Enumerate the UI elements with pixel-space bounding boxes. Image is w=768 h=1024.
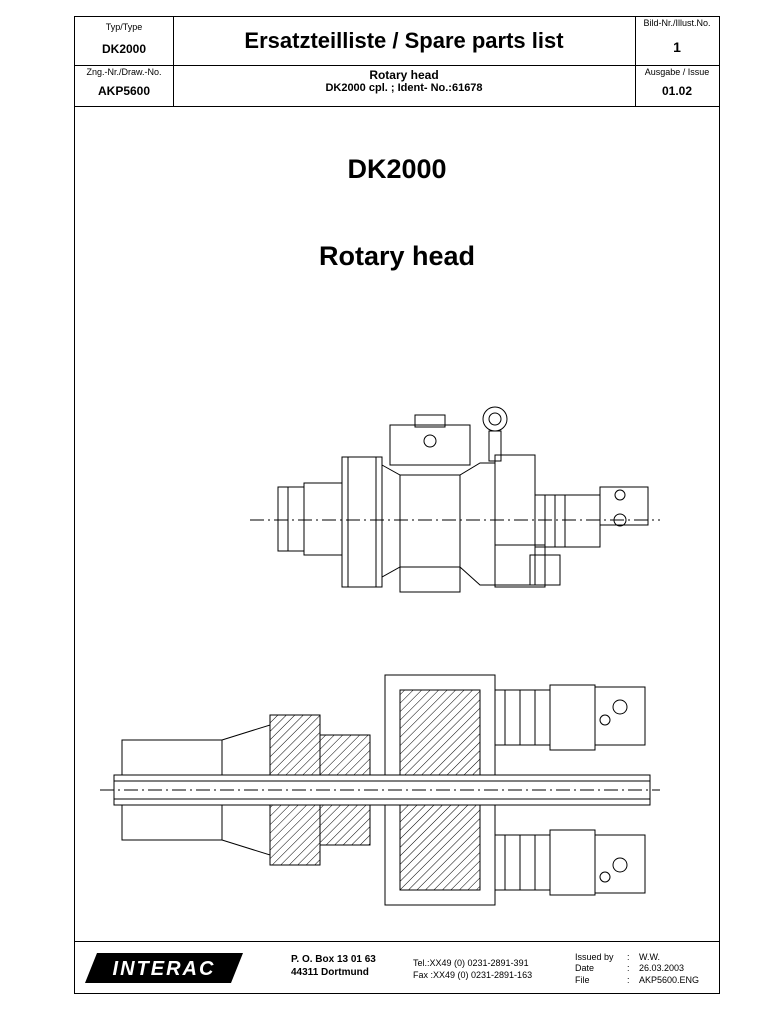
illust-value: 1 [673, 39, 681, 55]
page-frame: Typ/Type DK2000 Ersatzteilliste / Spare … [74, 16, 720, 994]
company-logo: INTERAC [85, 953, 243, 983]
address-line1: P. O. Box 13 01 63 [291, 954, 376, 965]
header-divider-middle [75, 65, 719, 66]
file-colon: : [627, 975, 630, 985]
address-line2: 44311 Dortmund [291, 967, 369, 978]
date-value: 26.03.2003 [639, 963, 685, 973]
file-label: File [575, 975, 590, 985]
date-label: Date [575, 963, 595, 973]
subtitle-line2: DK2000 cpl. ; Ident- No.:61678 [325, 82, 483, 94]
header-divider-left [173, 17, 174, 106]
footer-divider [75, 941, 719, 942]
issue-label: Ausgabe / Issue [644, 67, 710, 77]
issued-by-value: W.W. [639, 952, 660, 962]
issued-by-label: Issued by [575, 952, 614, 962]
type-value: DK2000 [101, 42, 147, 56]
type-label: Typ/Type [105, 22, 143, 32]
header-divider-bottom [75, 106, 719, 107]
main-heading-model: DK2000 [347, 154, 447, 184]
logo-text: INTERAC [113, 958, 216, 980]
drawing-value: AKP5600 [97, 84, 151, 98]
document-title: Ersatzteilliste / Spare parts list [244, 28, 564, 53]
main-heading-rotary-head: Rotary head [318, 241, 476, 271]
subtitle-line1: Rotary head [369, 68, 439, 82]
fax: Fax :XX49 (0) 0231-2891-163 [413, 970, 533, 980]
drawing-label: Zng.-Nr./Draw.-No. [86, 67, 162, 77]
rotary-head-sectional-view-drawing [100, 674, 660, 906]
issue-value: 01.02 [661, 84, 693, 98]
date-colon: : [627, 963, 630, 973]
file-value: AKP5600.ENG [639, 975, 700, 985]
header-divider-right [635, 17, 636, 106]
rotary-head-external-view-drawing [250, 406, 660, 593]
telephone: Tel.:XX49 (0) 0231-2891-391 [413, 958, 529, 968]
illust-label: Bild-Nr./Illust.No. [643, 18, 711, 28]
issued-by-colon: : [627, 952, 630, 962]
